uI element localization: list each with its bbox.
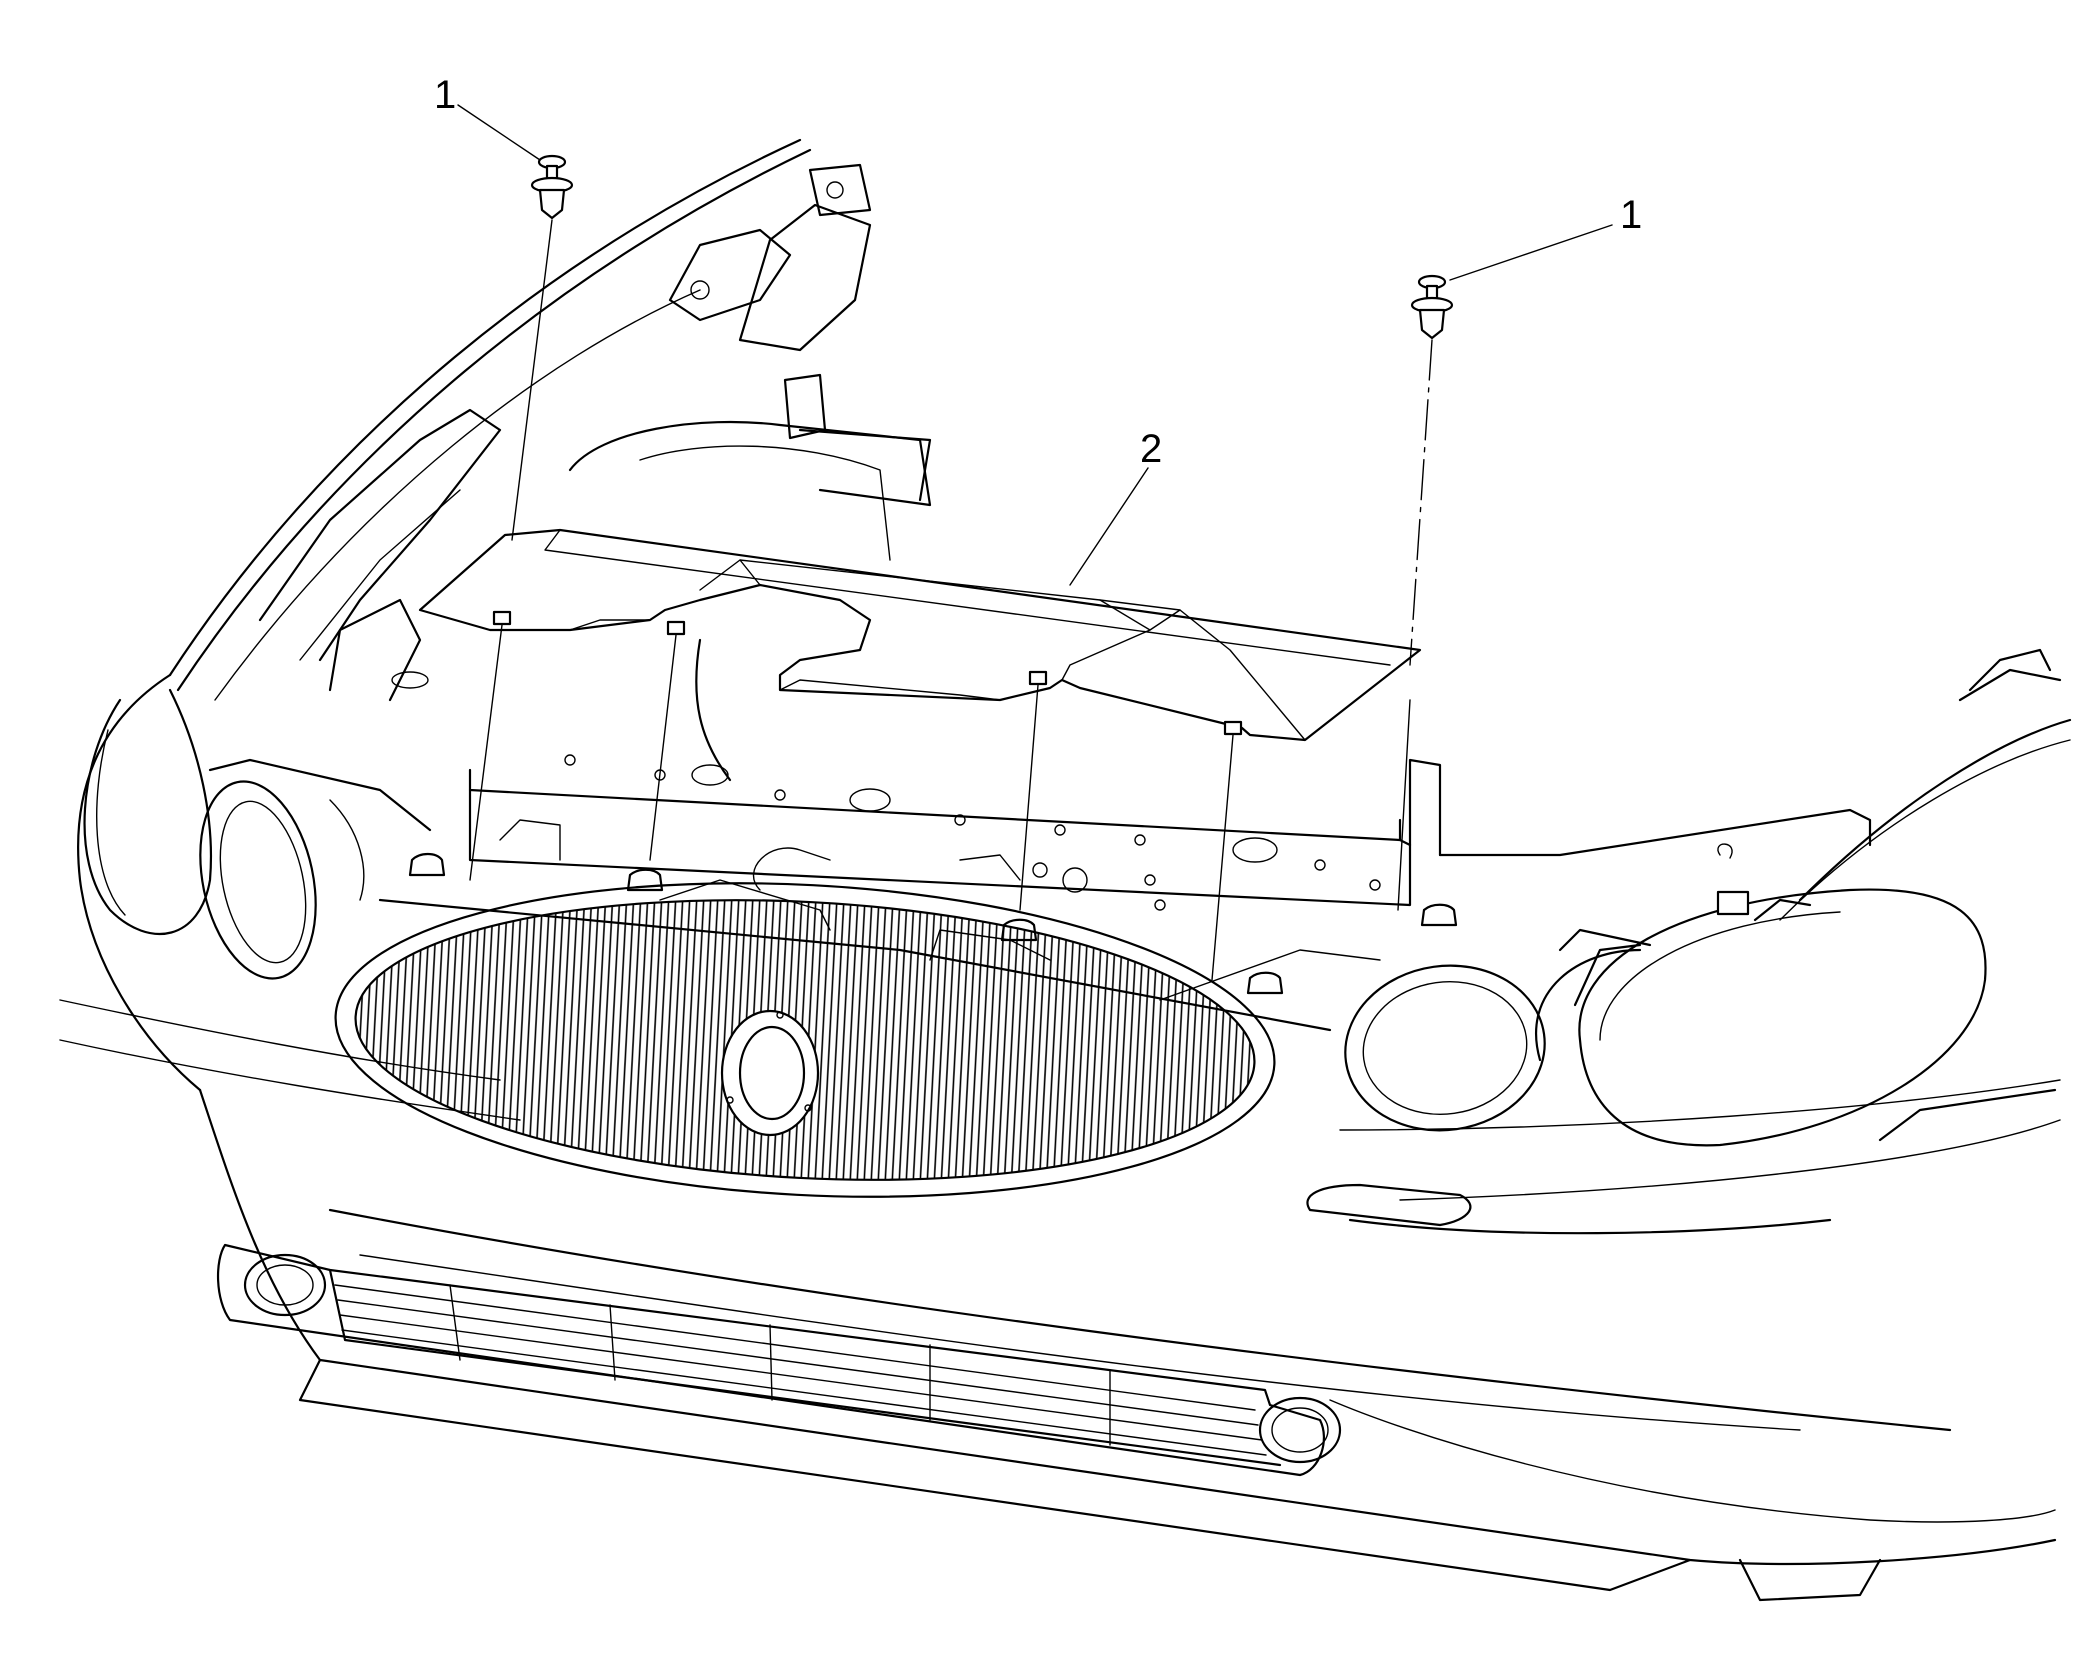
radiator-fan-shroud bbox=[568, 420, 932, 782]
pushpin-retainer-right bbox=[1397, 274, 1454, 911]
front-fascia bbox=[59, 673, 2061, 1602]
hood-hinge-bracket bbox=[668, 163, 872, 440]
radiator-air-baffle bbox=[418, 528, 1422, 742]
callout-1-left: 1 bbox=[434, 73, 541, 161]
callout-1-left-label: 1 bbox=[434, 73, 456, 117]
fender-apron-left bbox=[258, 408, 502, 702]
upper-tie-bar bbox=[468, 754, 1872, 911]
callout-1-right-label: 1 bbox=[1620, 193, 1642, 237]
pushpin-retainer-left bbox=[511, 154, 574, 541]
callout-1-right: 1 bbox=[1449, 193, 1642, 281]
headlamp-left bbox=[83, 688, 432, 980]
fender-right bbox=[1779, 648, 2072, 921]
callout-2-label: 2 bbox=[1140, 427, 1162, 471]
lower-grille bbox=[217, 1243, 1325, 1477]
fog-lamp-right bbox=[1258, 1396, 1342, 1464]
headlamp-right bbox=[1344, 888, 1987, 1147]
callout-2: 2 bbox=[1069, 427, 1162, 586]
hood-edge bbox=[168, 138, 812, 701]
fog-lamp-left bbox=[243, 1253, 327, 1317]
alignment-lines bbox=[469, 624, 1234, 981]
grille bbox=[334, 882, 1276, 1198]
